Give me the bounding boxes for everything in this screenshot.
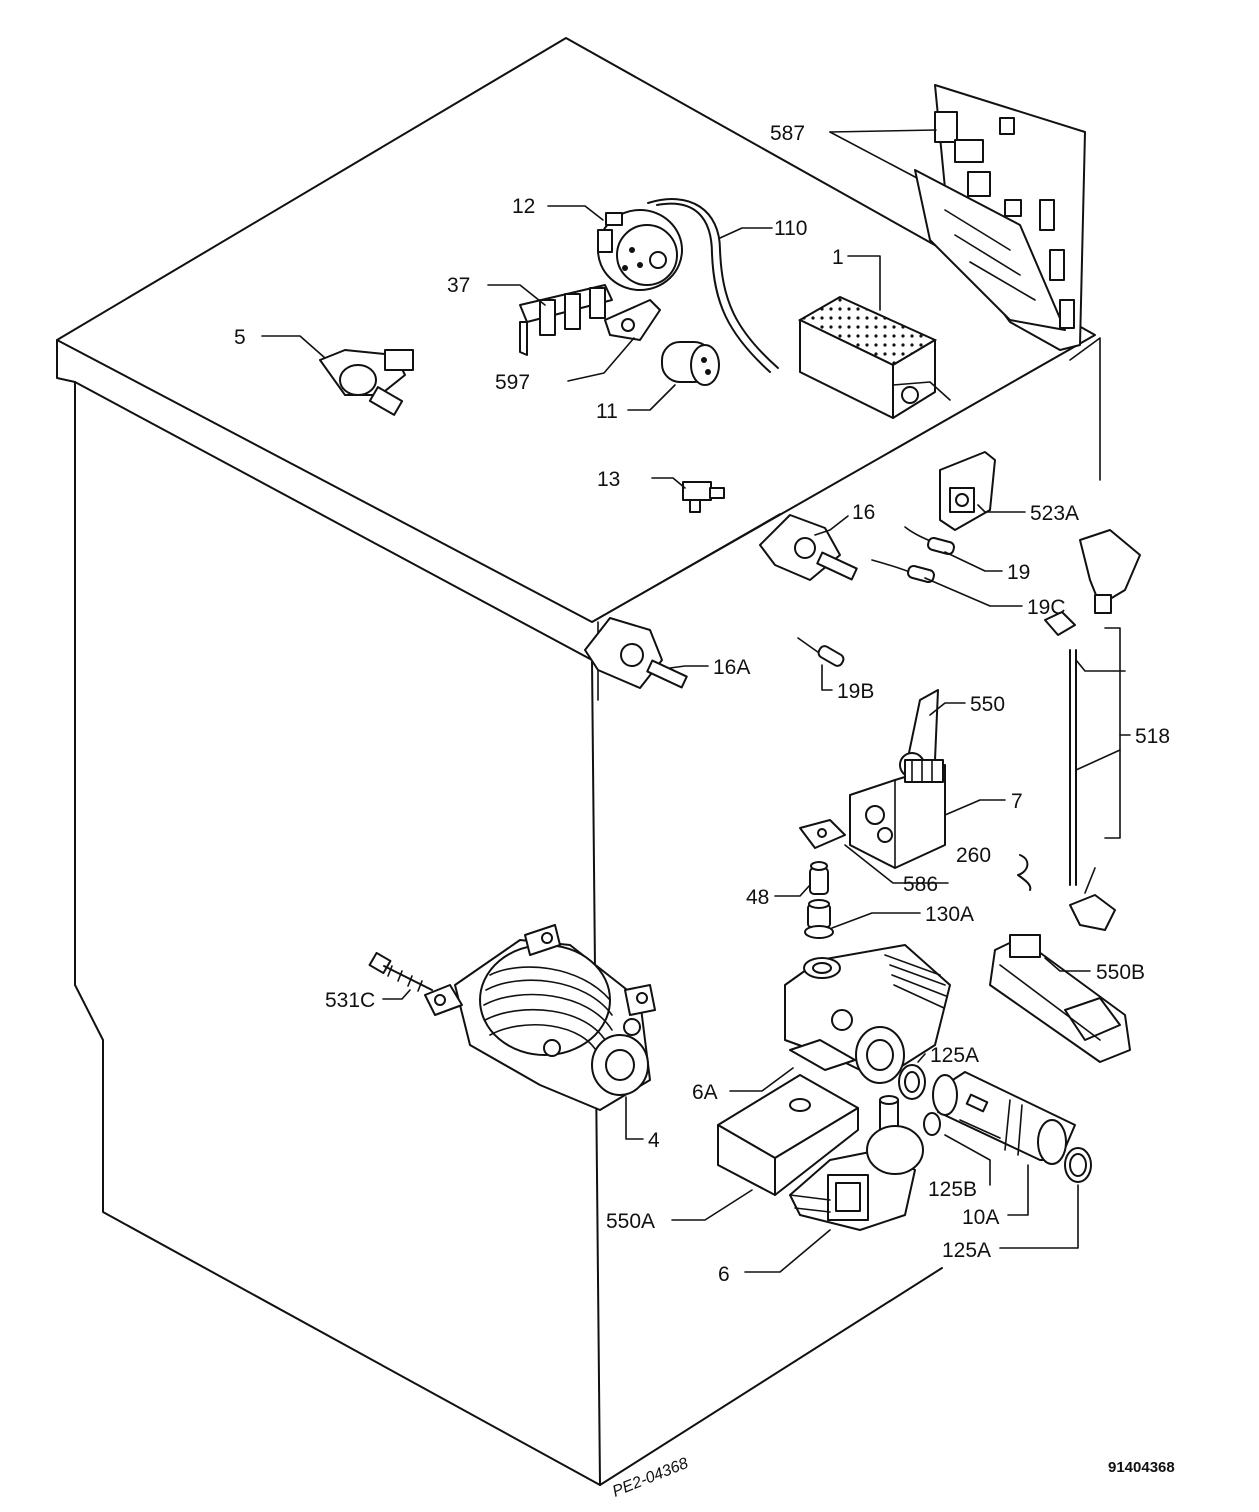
- part-37-terminal-block: [519, 284, 613, 356]
- label-531c: 531C: [325, 989, 375, 1012]
- part-5-inlet-valve: [319, 349, 414, 416]
- part-10a-connector: [932, 1071, 1076, 1165]
- part-125b-ring: [923, 1112, 941, 1136]
- part-518-lock-assembly: [1044, 529, 1141, 931]
- label-550a: 550A: [606, 1210, 655, 1233]
- part-1-timer: [797, 295, 951, 419]
- label-5: 5: [234, 326, 246, 349]
- label-130a: 130A: [925, 903, 974, 926]
- label-4: 4: [648, 1129, 660, 1152]
- part-597-lever: [604, 299, 661, 341]
- part-260-clip: [1017, 854, 1032, 891]
- label-518: 518: [1135, 725, 1170, 748]
- label-19b: 19B: [837, 680, 874, 703]
- label-19c: 19C: [1027, 596, 1066, 619]
- part-19b-sensor: [797, 637, 845, 667]
- label-550: 550: [970, 693, 1005, 716]
- part-550b-handle: [989, 934, 1131, 1063]
- label-597: 597: [495, 371, 530, 394]
- label-16: 16: [852, 501, 875, 524]
- part-13-connector: [682, 481, 725, 513]
- label-37: 37: [447, 274, 470, 297]
- label-586: 586: [903, 873, 938, 896]
- part-4-motor: [424, 924, 656, 1111]
- part-125a-ring-top: [898, 1064, 926, 1100]
- part-110-hose: [647, 198, 779, 369]
- label-6: 6: [718, 1263, 730, 1286]
- part-48-plug: [809, 861, 829, 895]
- part-16a-switch: [584, 617, 688, 689]
- leader-lines: [261, 129, 1131, 1273]
- label-550b: 550B: [1096, 961, 1145, 984]
- part-531c-screw: [368, 951, 433, 992]
- label-48: 48: [746, 886, 769, 909]
- part-11-capacitor: [661, 341, 720, 386]
- handwritten-drawing-code: PE2-04368: [610, 1455, 691, 1501]
- label-1: 1: [832, 246, 844, 269]
- label-125b: 125B: [928, 1178, 977, 1201]
- part-587-panel: [914, 84, 1086, 351]
- label-125a-top: 125A: [930, 1044, 979, 1067]
- label-587: 587: [770, 122, 805, 145]
- part-12-pressure-switch: [597, 209, 683, 291]
- part-550a-filter-box: [717, 1074, 859, 1196]
- label-7: 7: [1011, 790, 1023, 813]
- part-125a-ring-bottom: [1064, 1147, 1092, 1183]
- label-19: 19: [1007, 561, 1030, 584]
- label-6a: 6A: [692, 1081, 718, 1104]
- part-16-switch: [759, 514, 858, 581]
- callout-labels: 587 12 110 1 37 5 597 11 13 16 523A 19 1…: [234, 122, 1170, 1286]
- part-6-pump: [789, 1095, 924, 1231]
- document-number: 91404368: [1108, 1459, 1175, 1476]
- part-130a-plug: [804, 899, 834, 939]
- part-586-bracket: [799, 819, 846, 849]
- label-11: 11: [596, 400, 618, 423]
- label-523a: 523A: [1030, 502, 1079, 525]
- label-13: 13: [597, 468, 620, 491]
- part-7-door-lock: [849, 759, 946, 869]
- label-110: 110: [774, 217, 807, 240]
- part-19c-sensor: [871, 559, 935, 584]
- label-12: 12: [512, 195, 535, 218]
- part-6a-pump-housing: [784, 944, 951, 1084]
- part-19-sensor: [904, 526, 955, 556]
- label-125a-bottom: 125A: [942, 1239, 991, 1262]
- label-10a: 10A: [962, 1206, 999, 1229]
- part-523a-bracket: [939, 451, 996, 531]
- label-260: 260: [956, 844, 991, 867]
- label-16a: 16A: [713, 656, 750, 679]
